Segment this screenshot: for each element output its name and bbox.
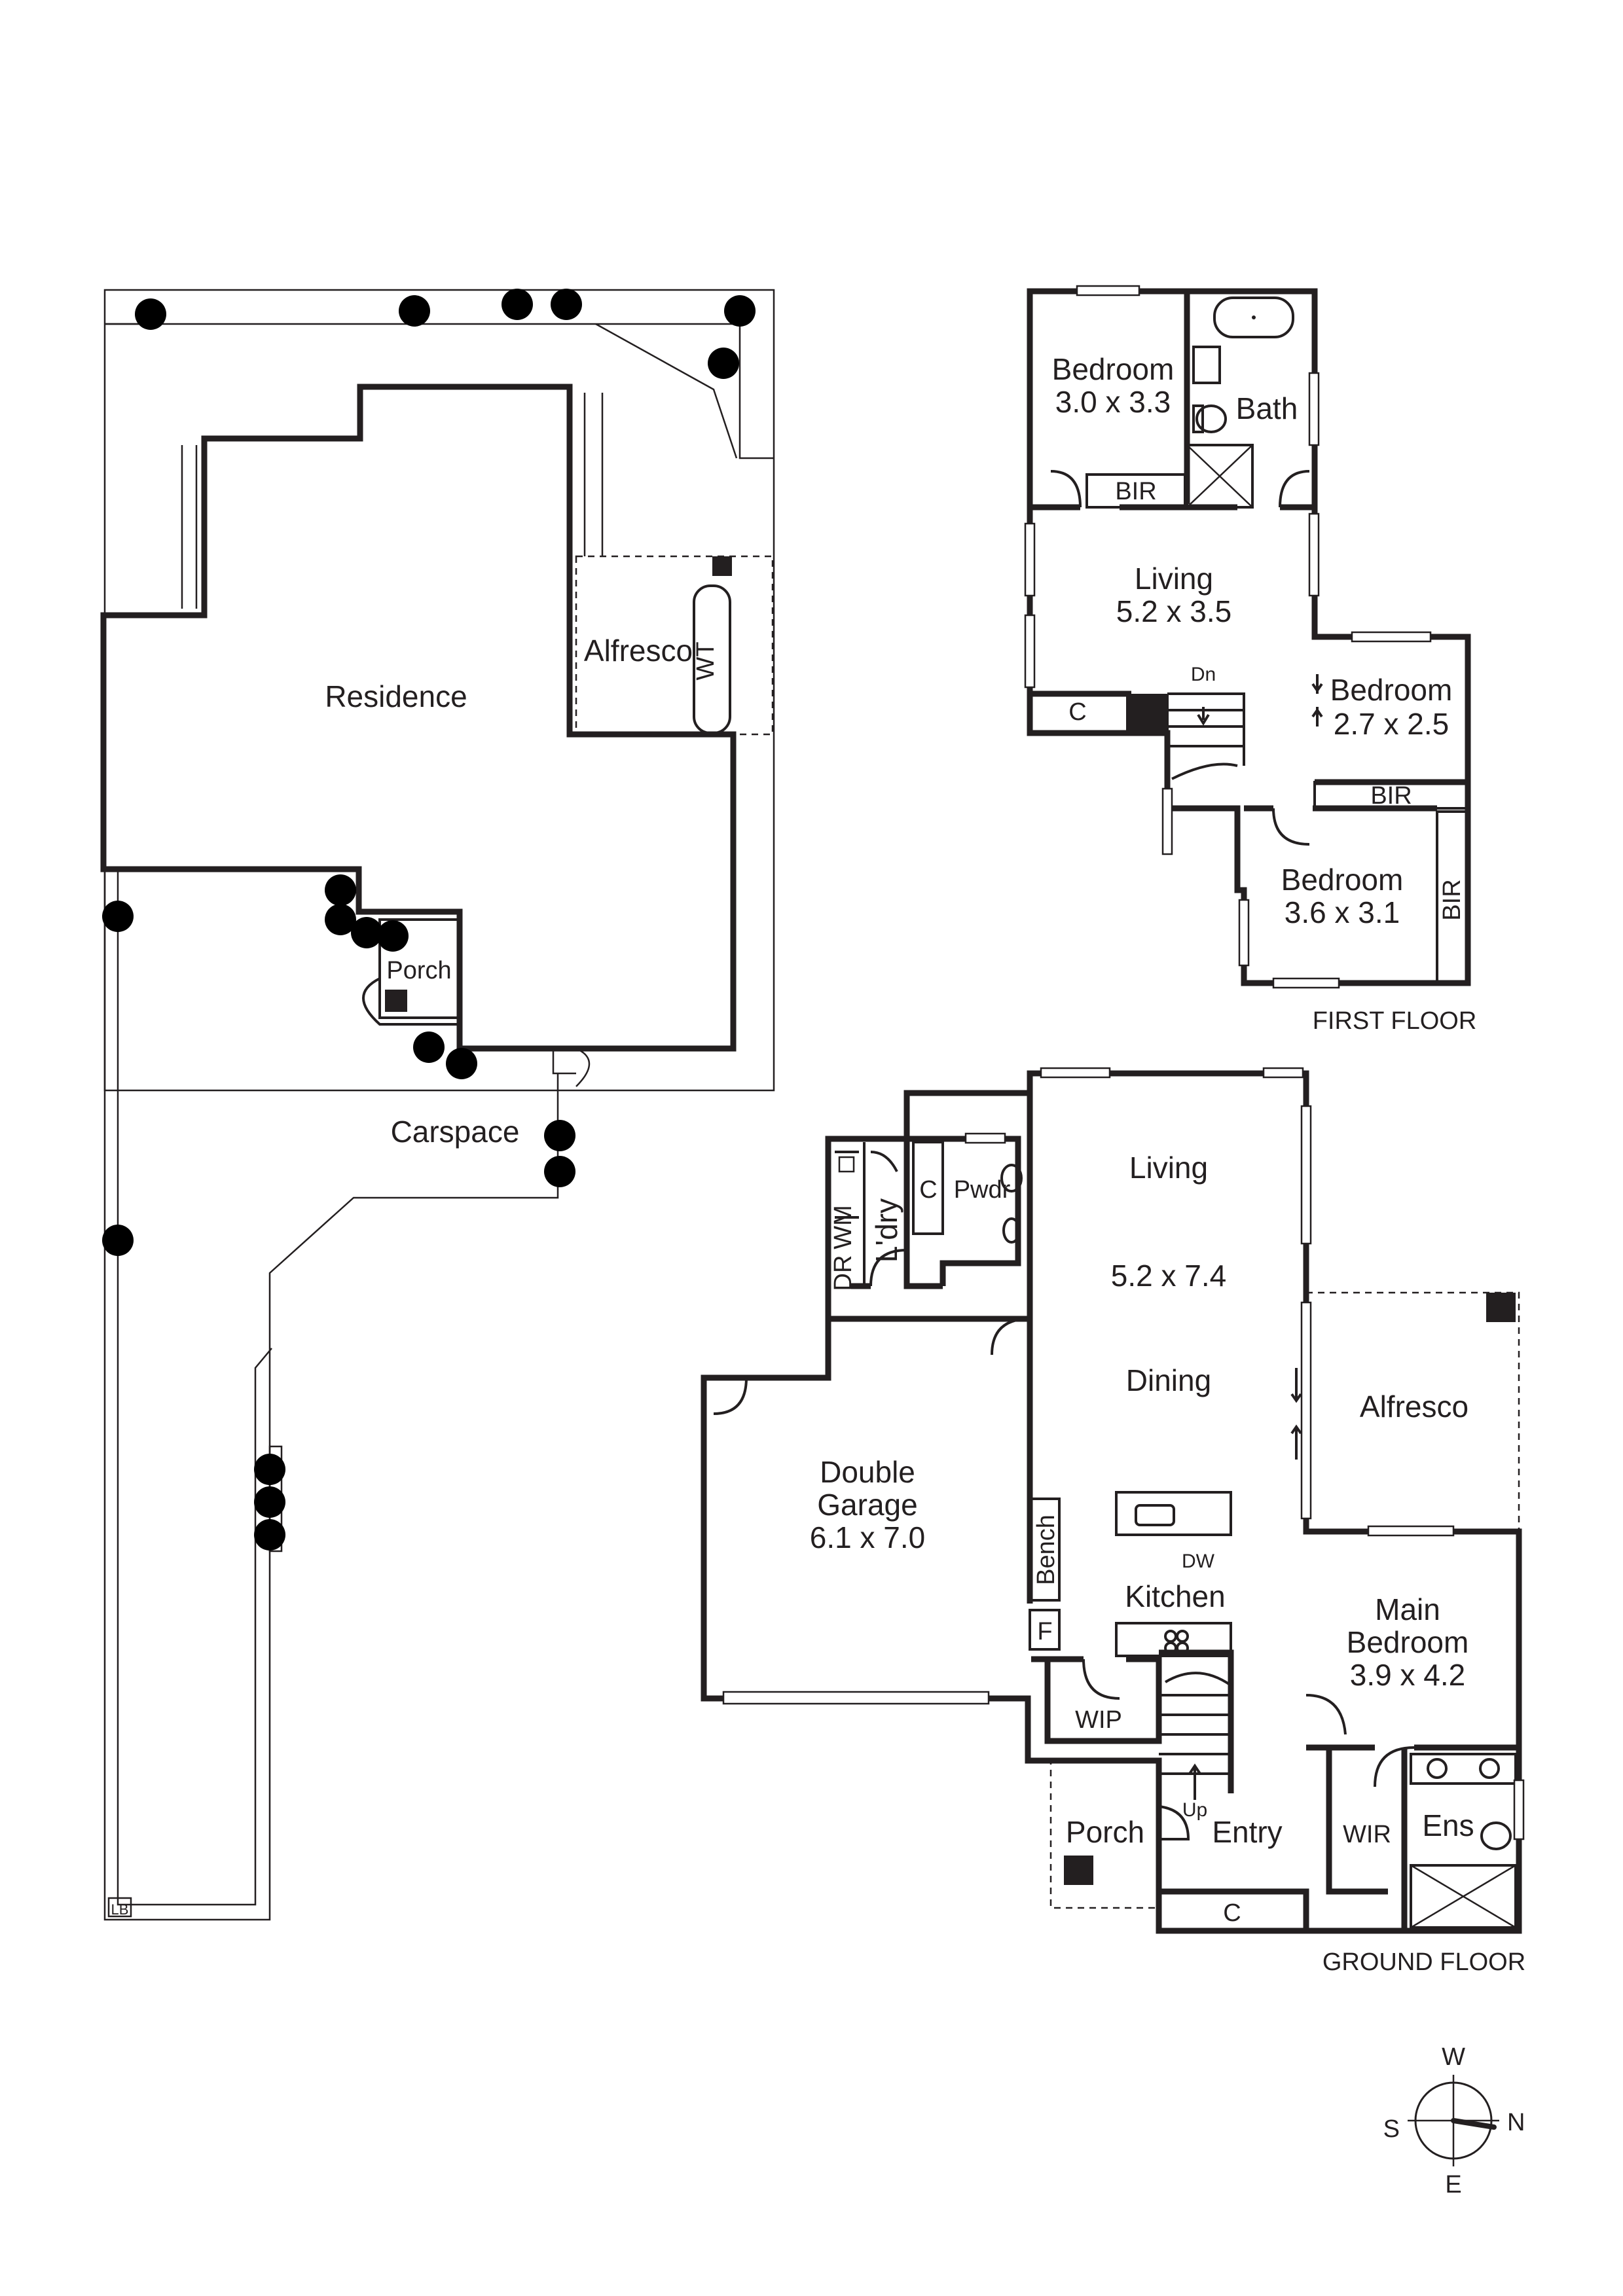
wir-label: WIR (1343, 1821, 1391, 1848)
first-cupboard-label: C (1068, 698, 1086, 726)
bedroom-2-label: Bedroom (1330, 673, 1453, 707)
bedroom-3-size: 3.6 x 3.1 (1285, 895, 1400, 929)
tree-icon (325, 874, 356, 906)
tree-icon (254, 1519, 285, 1551)
wip-label: WIP (1075, 1706, 1122, 1734)
first-floor-caption: FIRST FLOOR (1313, 1007, 1477, 1035)
tree-icon (413, 1031, 445, 1063)
lb-label: LB (111, 1901, 129, 1918)
wt-label: WT (692, 641, 720, 680)
residence-label: Residence (325, 679, 467, 713)
tree-icon (377, 920, 409, 952)
dr-label: DR (830, 1255, 857, 1291)
tree-icon (544, 1120, 575, 1151)
residence-outline (100, 384, 737, 1052)
main-bedroom-label-1: Main (1375, 1592, 1440, 1626)
tree-icon (724, 295, 756, 327)
tree-icon (501, 289, 533, 320)
tree-icon (708, 348, 739, 379)
first-living-label: Living (1135, 562, 1213, 596)
garage-label-1: Double (820, 1455, 915, 1489)
ensuite-label: Ens (1422, 1808, 1474, 1842)
ground-living-label: Living (1129, 1151, 1208, 1185)
wm-label: WM (830, 1205, 857, 1249)
tree-icon (399, 295, 430, 327)
bath-label: Bath (1236, 391, 1298, 425)
tree-icon (102, 901, 134, 932)
tree-icon (446, 1048, 477, 1079)
ground-floor-outline (701, 1070, 1522, 1934)
bedroom-2-size: 2.7 x 2.5 (1334, 707, 1449, 741)
site-porch-label: Porch (386, 957, 451, 984)
ground-porch-label: Porch (1066, 1815, 1144, 1849)
garage-label-2: Garage (817, 1488, 917, 1522)
compass-east: E (1445, 2171, 1461, 2198)
ground-floor-caption: GROUND FLOOR (1322, 1948, 1525, 1976)
fridge-label: F (1037, 1618, 1052, 1645)
up-label: Up (1182, 1799, 1207, 1821)
bedroom-3-label: Bedroom (1281, 863, 1404, 897)
laundry-label: L'dry (869, 1198, 903, 1263)
entry-cupboard-label: C (1223, 1899, 1241, 1927)
compass-south: S (1383, 2115, 1400, 2143)
ground-living-size: 5.2 x 7.4 (1111, 1259, 1226, 1293)
compass-icon: W N S E (1383, 2043, 1525, 2198)
tree-icon (254, 1454, 285, 1485)
tree-icon (544, 1156, 575, 1187)
first-floor-plan: Bedroom 3.0 x 3.3 Bath BIR Living 5.2 x … (1024, 285, 1477, 1035)
compass-west: W (1442, 2043, 1465, 2071)
bedroom-1-size: 3.0 x 3.3 (1055, 385, 1171, 419)
bir-mid-label: BIR (1370, 782, 1412, 810)
ground-alfresco-label: Alfresco (1360, 1390, 1468, 1424)
dining-label: Dining (1126, 1363, 1211, 1397)
tree-icon (135, 298, 166, 330)
tree-icon (102, 1225, 134, 1256)
bedroom-1-label: Bedroom (1052, 352, 1175, 386)
garage-size: 6.1 x 7.0 (810, 1520, 925, 1554)
tree-icon (551, 289, 582, 320)
bench-label: Bench (1032, 1515, 1060, 1585)
carspace-label: Carspace (391, 1115, 520, 1149)
entry-label: Entry (1212, 1815, 1282, 1849)
main-bedroom-size: 3.9 x 4.2 (1350, 1658, 1465, 1692)
powder-label: Pwdr (954, 1176, 1011, 1204)
kitchen-label: Kitchen (1125, 1579, 1225, 1613)
tree-icon (254, 1486, 285, 1518)
dw-label: DW (1182, 1551, 1215, 1572)
bir-top-label: BIR (1115, 478, 1156, 505)
ground-floor-plan: DR WM L'dry C Pwdr Living 5.2 x 7.4 Dini… (701, 1067, 1525, 1976)
dn-label: Dn (1191, 664, 1216, 685)
main-bedroom-label-2: Bedroom (1347, 1625, 1469, 1659)
laundry-cupboard-label: C (919, 1176, 937, 1204)
first-living-size: 5.2 x 3.5 (1116, 594, 1231, 628)
compass-north: N (1507, 2109, 1525, 2136)
first-floor-outline (1027, 288, 1471, 986)
site-plan: WT LB Residence Alfresco Porch Cars (100, 289, 775, 1921)
site-alfresco-label: Alfresco (584, 634, 693, 668)
bir-side-label: BIR (1438, 879, 1466, 920)
